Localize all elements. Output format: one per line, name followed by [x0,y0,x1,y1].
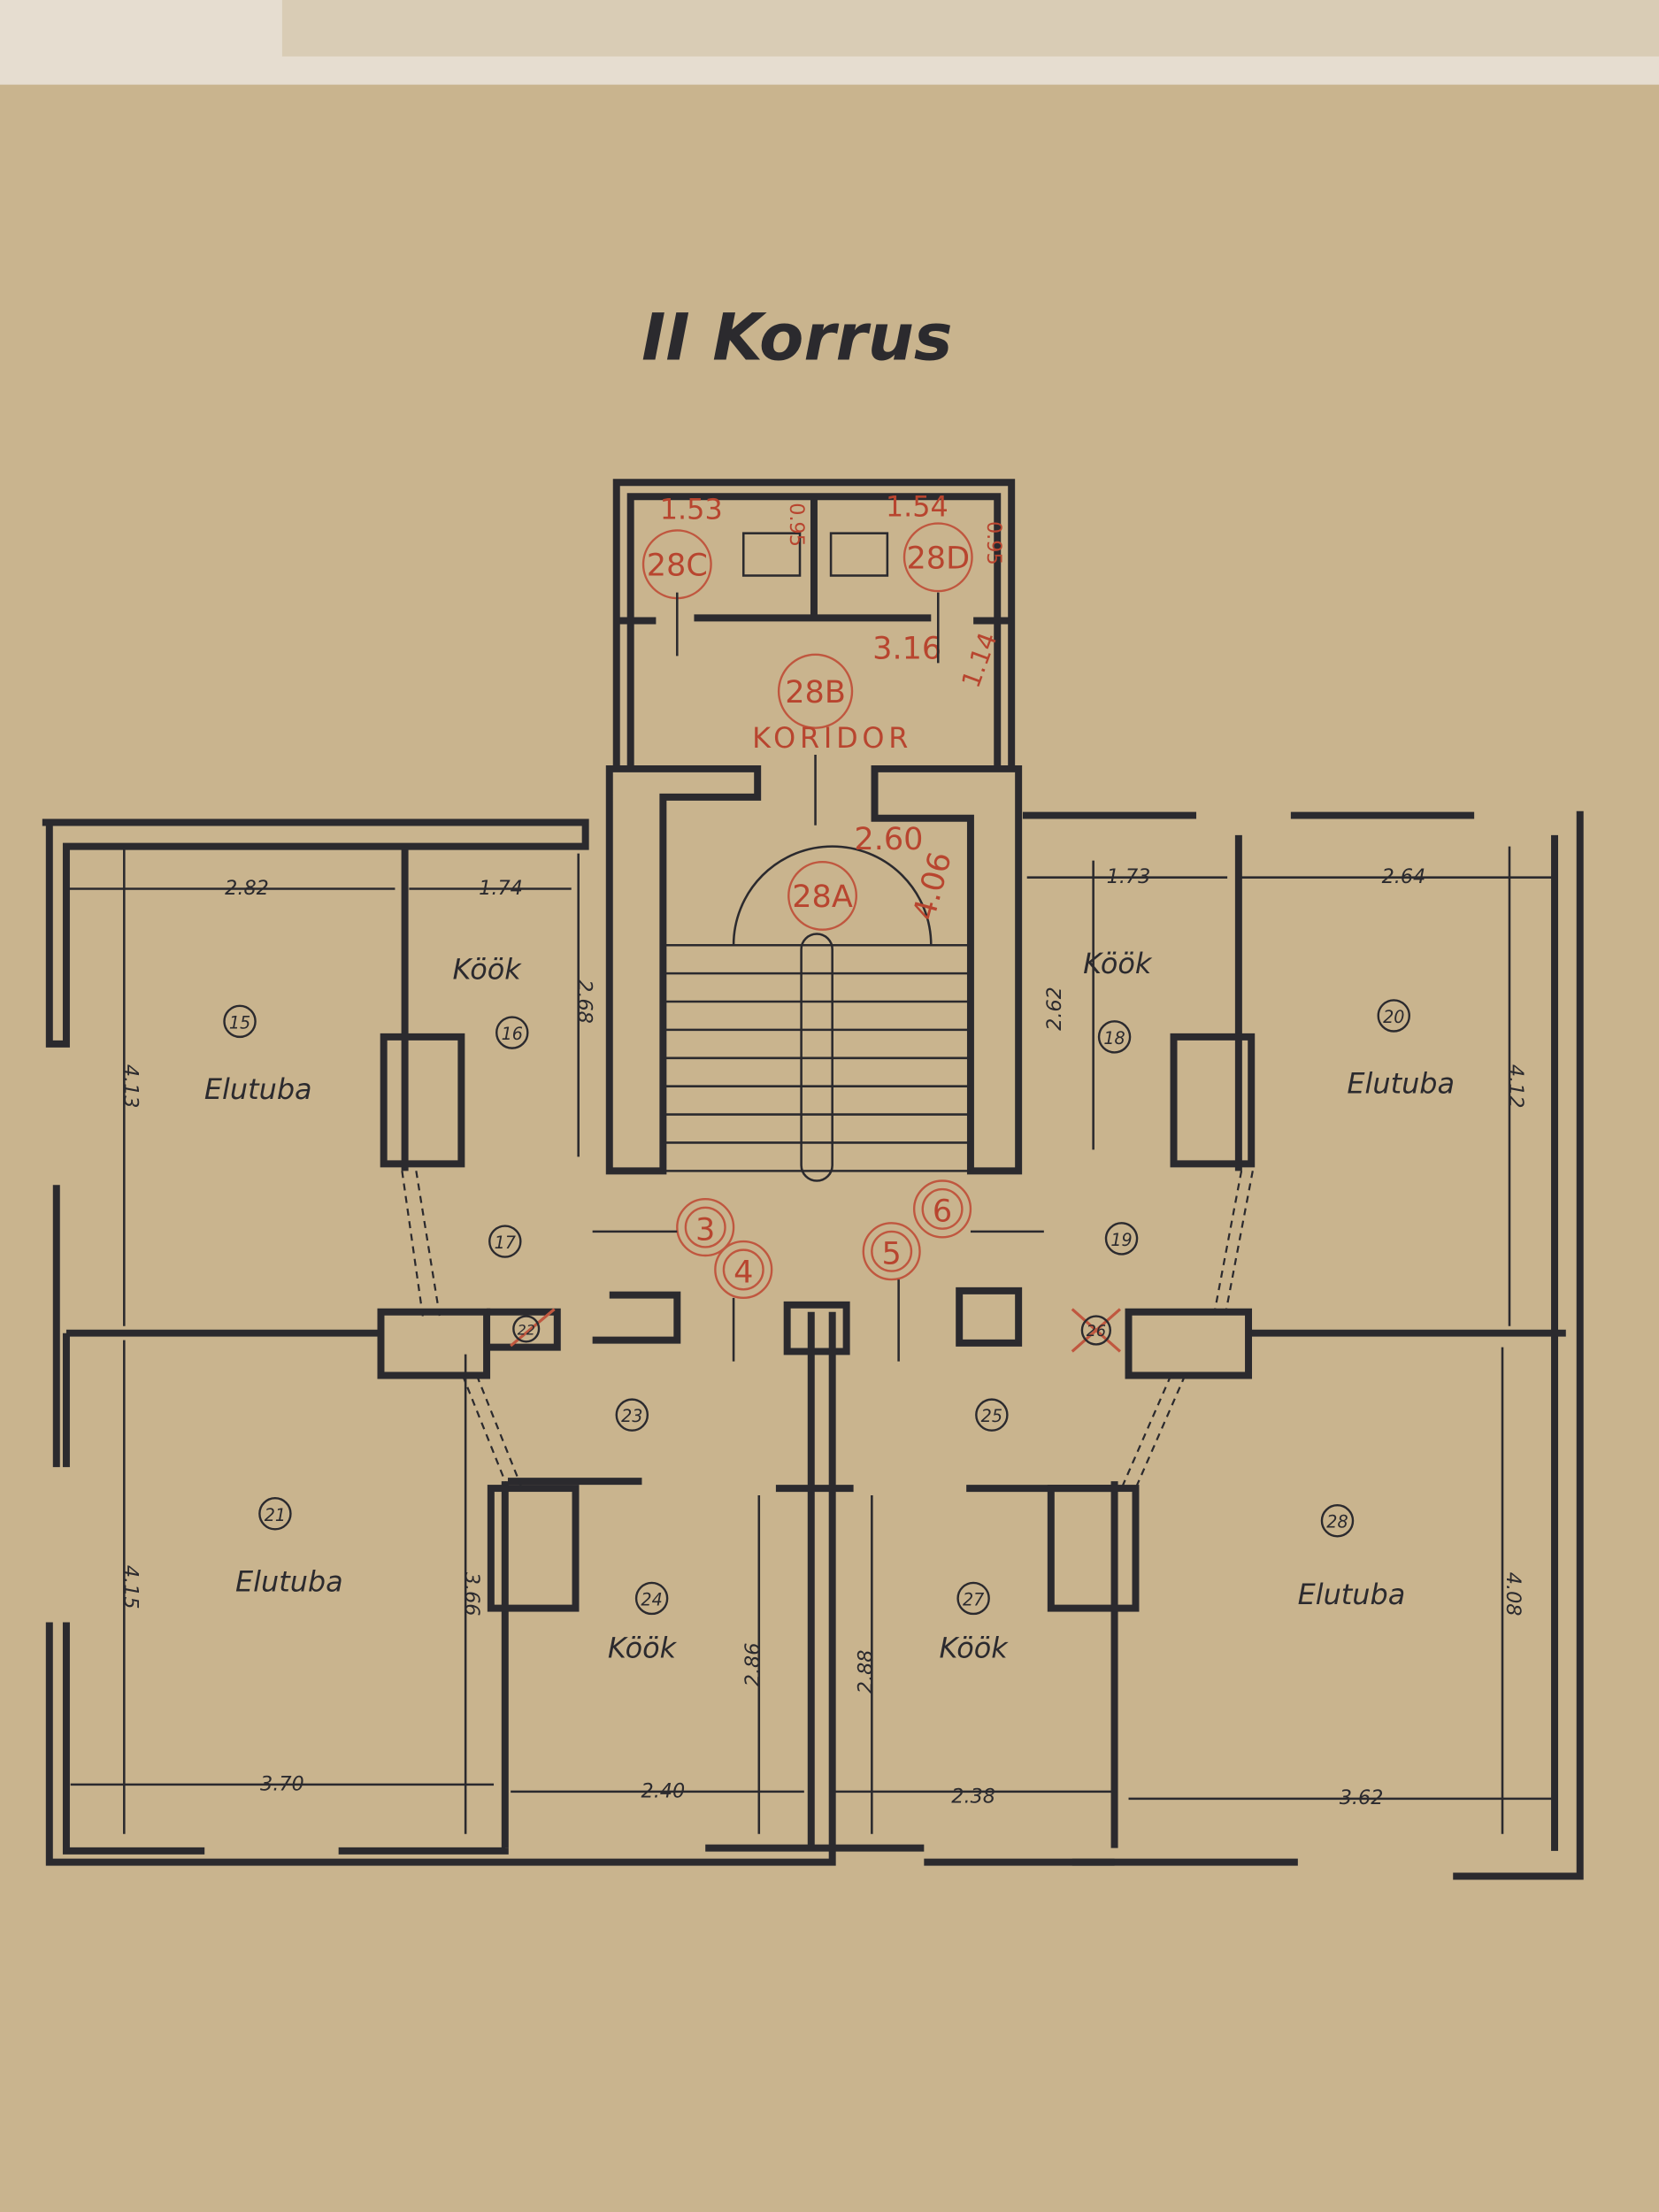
dim-label: 2.68 [573,979,596,1024]
red-annotations: 1.53 1.54 0.95 0.95 28C 28D 3.16 1.14 28… [592,490,1044,1362]
dim-label: 2.82 [225,877,269,900]
plan-title: II Korrus [641,301,952,376]
marker-6: 6 [912,1179,972,1239]
red-dim: 0.95 [982,521,1005,565]
red-room-label: 28A [792,879,853,915]
room-number: 27 [963,1589,984,1609]
dim-label: 1.73 [1107,865,1151,888]
room-number: 17 [495,1233,516,1253]
room-name: Elutuba [204,1072,312,1106]
room-name: Elutuba [1298,1578,1406,1611]
marker-label: 3 [695,1211,715,1248]
red-room-label: 28C [647,548,708,584]
dim-label: 2.40 [641,1779,686,1802]
marker-label: 6 [933,1194,952,1230]
room-number: 23 [621,1406,642,1426]
marker-label: 5 [881,1236,901,1272]
room-name: Elutuba [235,1564,343,1598]
red-dim: 0.95 [785,503,808,547]
room-name: Elutuba [1347,1067,1455,1101]
dim-label: 3.70 [260,1772,304,1795]
marker-label: 4 [733,1254,753,1290]
red-room-label: KORIDOR [752,721,912,755]
walls [42,479,1584,1880]
dimension-labels: 2.82 1.74 2.68 4.13 1.73 2.64 2.62 4.12 … [119,865,1527,1809]
dim-label: 2.86 [741,1643,764,1687]
room-number: 24 [641,1589,662,1609]
room-number: 22 [518,1321,535,1338]
dim-label: 1.74 [479,877,523,900]
crossed-out-mark [1071,1308,1121,1353]
red-room-label: 28B [785,674,846,710]
room-23: 23 [615,1398,649,1432]
room-19: 19 [1104,1222,1139,1256]
room-name: Köök [452,953,522,987]
room-number: 28 [1326,1512,1348,1532]
red-dim: 3.16 [872,631,941,667]
room-name: Köök [1083,947,1153,980]
room-name: Köök [940,1631,1010,1664]
red-dim: 2.60 [854,821,923,857]
room-17: 17 [488,1225,522,1258]
room-22: 22 [510,1308,556,1348]
room-number: 15 [229,1012,250,1033]
dim-label: 4.13 [119,1064,142,1109]
room-number: 25 [981,1406,1002,1426]
dim-label: 4.08 [1502,1572,1525,1617]
room-number: 21 [265,1505,286,1525]
marker-3: 3 [676,1198,735,1257]
dim-label: 4.15 [119,1565,142,1609]
room-number: 26 [1087,1323,1106,1340]
dim-label: 3.62 [1340,1786,1384,1809]
dim-label: 2.62 [1043,987,1066,1031]
room-number: 20 [1383,1007,1404,1027]
room-26: 26 [1071,1308,1121,1353]
paper-fold [281,0,1659,57]
marker-5: 5 [862,1222,921,1281]
room-number: 18 [1103,1028,1125,1048]
red-room-label: 28D [906,541,970,577]
dim-label: 3.66 [460,1572,483,1617]
dim-label: 4.12 [1504,1064,1527,1109]
dim-label: 2.64 [1382,865,1426,888]
dim-label: 2.38 [951,1786,995,1809]
room-18: 18 Köök [1083,947,1153,1054]
room-25: 25 [975,1398,1009,1432]
room-number: 19 [1110,1230,1132,1250]
room-name: Köök [608,1631,678,1664]
dim-label: 2.88 [854,1650,877,1694]
red-dim: 1.54 [886,490,949,524]
marker-4: 4 [714,1240,773,1300]
room-16: 16 Köök [452,953,529,1049]
room-number: 16 [502,1024,523,1044]
red-dim: 1.53 [660,493,723,526]
dimension-lines [67,846,1552,1834]
